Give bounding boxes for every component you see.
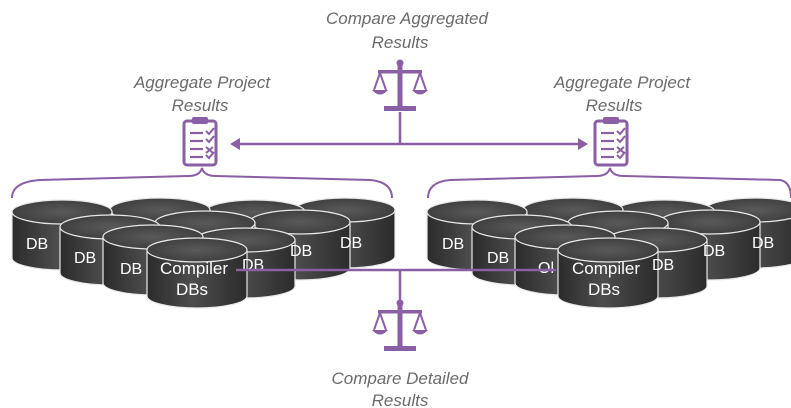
db-label: DB <box>120 261 142 278</box>
compiler-dbs-label-line2: DBs <box>588 280 620 299</box>
right-db-cluster: DB DB Ol DB DB DB Compiler DBs <box>426 197 791 309</box>
right-group-brace <box>427 167 791 199</box>
aggregate-left-label-line2: Results <box>172 96 229 115</box>
compare-aggregated-label-line1: Compare Aggregated <box>326 9 488 28</box>
db-label: DB <box>242 257 264 274</box>
db-label: DB <box>442 236 464 253</box>
compare-detailed-label-line2: Results <box>372 391 429 408</box>
balance-scale-icon-top <box>371 58 429 112</box>
arrow-right-head <box>578 138 588 150</box>
balance-scale-icon-bottom <box>371 298 429 352</box>
aggregate-left-label-line1: Aggregate Project <box>133 73 271 92</box>
compiler-dbs-label-line1: Compiler <box>572 259 640 278</box>
left-group-brace <box>11 167 393 199</box>
db-label: DB <box>74 250 96 267</box>
checklist-clipboard-icon-left <box>182 115 218 167</box>
compare-detailed-label-line1: Compare Detailed <box>331 369 469 388</box>
checklist-clipboard-icon-right <box>593 115 629 167</box>
db-label: DB <box>26 236 48 253</box>
db-label: DB <box>652 257 674 274</box>
db-label: DB <box>703 243 725 260</box>
compiler-dbs-label-line1: Compiler <box>160 259 228 278</box>
aggregate-right-label-line1: Aggregate Project <box>553 73 691 92</box>
db-label: DB <box>340 235 362 252</box>
db-label: DB <box>752 235 774 252</box>
arrow-left-head <box>230 138 240 150</box>
db-label-partial: Ol <box>538 260 554 277</box>
db-label: DB <box>290 243 312 260</box>
compiler-dbs-label-line2: DBs <box>176 280 208 299</box>
db-label: DB <box>487 250 509 267</box>
left-db-cluster: DB DB DB DB DB DB Compiler DBs <box>11 197 396 309</box>
compare-aggregated-label-line2: Results <box>372 33 429 52</box>
aggregate-right-label-line2: Results <box>586 96 643 115</box>
